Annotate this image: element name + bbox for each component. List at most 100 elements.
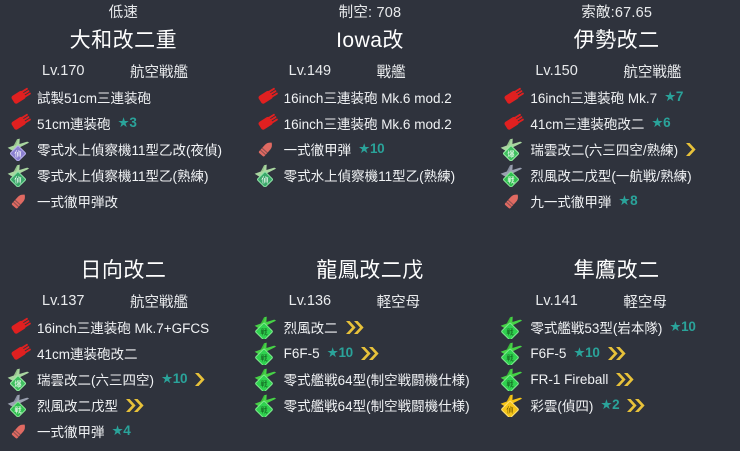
equipment-slot[interactable]: 戦 零式艦戦64型(制空戦闘機仕様) (251, 366, 494, 392)
equipment-slot[interactable]: 16inch三連装砲 Mk.6 mod.2 (251, 110, 494, 136)
equipment-slot[interactable]: 一式徹甲弾★10 (251, 136, 494, 162)
equipment-slot[interactable]: 41cm連装砲改二 (4, 340, 247, 366)
equipment-name: 彩雲(偵四) (530, 399, 594, 414)
svg-text:戦: 戦 (507, 328, 515, 337)
equipment-slot[interactable]: 戦 零式艦戦53型(岩本隊) ★10 (497, 314, 740, 340)
equipment-slot[interactable]: 16inch三連装砲 Mk.7+GFCS (4, 314, 247, 340)
ship-name: 隼鷹改二 (573, 259, 660, 282)
equipment-slot[interactable]: 戦烈風改二 (251, 314, 494, 340)
equipment-slot[interactable]: 16inch三連装砲 Mk.7 ★7 (497, 84, 740, 110)
equipment-name: 試製51cm三連装砲 (37, 91, 152, 106)
equipment-slot[interactable]: 戦烈風改二戊型(一航戦/熟練) (497, 162, 740, 188)
ship-level: Lv.149 (288, 63, 332, 79)
equipment-improvement-star: ★10 (326, 345, 354, 360)
main-gun-large-icon (251, 111, 281, 135)
equipment-name: 51cm連装砲 (37, 117, 111, 132)
equipment-slot[interactable]: 偵零式水上偵察機11型乙(熟練) (251, 162, 494, 188)
equipment-slot[interactable]: 偵零式水上偵察機11型乙改(夜偵) (4, 136, 247, 162)
equipment-improvement-star: ★7 (664, 89, 684, 104)
proficiency-chevrons (194, 371, 206, 388)
equipment-name: 41cm三連装砲改二 (530, 117, 645, 132)
ship-level: Lv.137 (42, 293, 85, 309)
carrier-fighter-green-icon: 戦 (497, 367, 527, 391)
seaplane-bomber-green-icon: 爆 (4, 367, 34, 391)
seaplane-recon-green-icon: 偵 (251, 163, 281, 187)
equipment-name: 烈風改二戊型(一航戦/熟練) (530, 169, 692, 184)
ship-level: Lv.170 (42, 63, 85, 79)
ship-level: Lv.136 (288, 293, 332, 309)
equipment-slot[interactable]: 51cm連装砲 ★3 (4, 110, 247, 136)
equipment-slot[interactable]: 偵零式水上偵察機11型乙(熟練) (4, 162, 247, 188)
equipment-name: 16inch三連装砲 Mk.7+GFCS (37, 321, 210, 336)
equipment-name: F6F-5 (283, 345, 320, 361)
ap-shell-icon (497, 189, 527, 213)
equipment-slot[interactable]: 一式徹甲弾改 (4, 188, 247, 214)
ship-stat-label: 低速 (108, 5, 139, 21)
equipment-slot[interactable]: 16inch三連装砲 Mk.6 mod.2 (251, 84, 494, 110)
proficiency-chevrons (626, 397, 646, 414)
carrier-fighter-green-icon: 戦 (251, 393, 281, 417)
equipment-name: 零式水上偵察機11型乙(熟練) (37, 169, 209, 184)
carrier-fighter-green-icon: 戦 (251, 367, 281, 391)
equipment-slot[interactable]: 九一式徹甲弾★8 (497, 188, 740, 214)
seaplane-recon-green-icon: 偵 (4, 163, 34, 187)
equipment-improvement-star: ★10 (669, 319, 696, 334)
equipment-name: 瑞雲改二(六三四空/熟練) (530, 143, 679, 158)
carrier-fighter-gray-icon: 戦 (4, 393, 34, 417)
equipment-name: 烈風改二 (283, 321, 338, 336)
ap-shell-icon (251, 137, 281, 161)
svg-text:戦: 戦 (507, 380, 515, 389)
svg-text:偵: 偵 (507, 406, 514, 415)
carrier-recon-yellow-icon: 偵 (497, 393, 527, 417)
ship-name: 龍鳳改二戊 (316, 259, 424, 282)
main-gun-large-icon (4, 111, 34, 135)
ship-type: 航空戦艦 (130, 294, 188, 311)
equipment-slot[interactable]: 戦零式艦戦64型(制空戦闘機仕様) (251, 392, 494, 418)
equipment-name: 16inch三連装砲 Mk.7 (530, 91, 658, 106)
ship-type: 航空戦艦 (130, 64, 188, 81)
ship-stat-label: 索敵:67.65 (581, 5, 653, 21)
svg-text:偵: 偵 (261, 176, 268, 185)
svg-text:戦: 戦 (260, 406, 268, 415)
ship-type: 戰艦 (376, 64, 406, 81)
carrier-fighter-green-icon: 戦 (497, 341, 527, 365)
carrier-fighter-gray-icon: 戦 (497, 163, 527, 187)
equipment-improvement-star: ★3 (117, 115, 137, 130)
equipment-slot[interactable]: 41cm三連装砲改二★6 (497, 110, 740, 136)
equipment-improvement-star: ★10 (161, 371, 188, 386)
ship-level-row: Lv.170 航空戦艦 (0, 58, 247, 84)
equipment-slot[interactable]: 爆瑞雲改二(六三四空/熟練) (497, 136, 740, 162)
equipment-name: F6F-5 (530, 345, 567, 361)
equipment-slot[interactable]: 爆瑞雲改二(六三四空)★10 (4, 366, 247, 392)
equipment-slot[interactable]: 戦烈風改二戊型 (4, 392, 247, 418)
svg-text:戦: 戦 (260, 380, 268, 389)
equipment-improvement-star: ★4 (111, 423, 131, 438)
equipment-slot[interactable]: 偵彩雲(偵四)★2 (497, 392, 740, 418)
svg-text:偵: 偵 (14, 150, 21, 159)
ship-level: Lv.150 (535, 63, 578, 79)
main-gun-large-icon (497, 111, 527, 135)
equipment-slot[interactable]: 試製51cm三連装砲 (4, 84, 247, 110)
carrier-fighter-green-icon: 戦 (251, 341, 281, 365)
equipment-slot[interactable]: 一式徹甲弾★4 (4, 418, 247, 444)
proficiency-chevrons (607, 345, 627, 362)
main-gun-large-icon (497, 85, 527, 109)
seaplane-recon-purple-icon: 偵 (4, 137, 34, 161)
equipment-name: 零式艦戦64型(制空戦闘機仕様) (283, 373, 470, 388)
equipment-name: 16inch三連装砲 Mk.6 mod.2 (283, 117, 452, 132)
ship-level-row: Lv.149 戰艦 (247, 58, 494, 84)
equipment-name: 零式艦戦53型(岩本隊) (530, 321, 663, 336)
